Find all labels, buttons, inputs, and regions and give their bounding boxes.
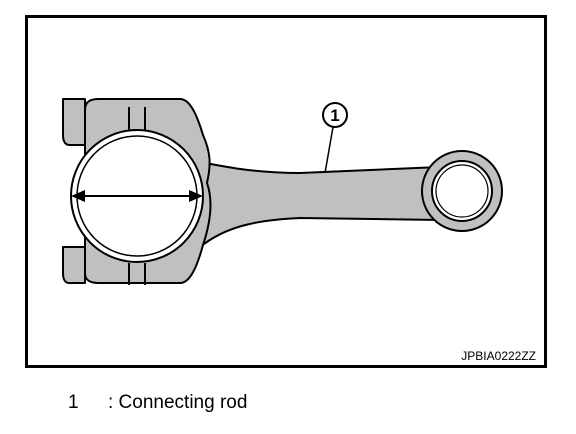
connecting-rod-diagram: 1 JPBIA0222ZZ [25,15,547,368]
figure-code: JPBIA0222ZZ [461,349,536,363]
legend-item-label: : Connecting rod [108,392,248,413]
legend: 1 : Connecting rod [68,392,247,414]
cap-notch-bottom [128,263,146,285]
legend-item-number: 1 [68,392,79,413]
callout-number: 1 [330,106,339,125]
small-end-bore [431,160,493,222]
diagram-frame: 1 JPBIA0222ZZ [25,15,547,368]
bolt-boss-lower [62,246,86,284]
cap-notch-top [128,107,146,130]
callout-circle [322,102,348,128]
diameter-measurement-arrow [71,190,203,202]
small-end-bushing [435,164,489,218]
callout-leader-line [324,126,334,174]
bolt-boss-upper [62,98,86,146]
